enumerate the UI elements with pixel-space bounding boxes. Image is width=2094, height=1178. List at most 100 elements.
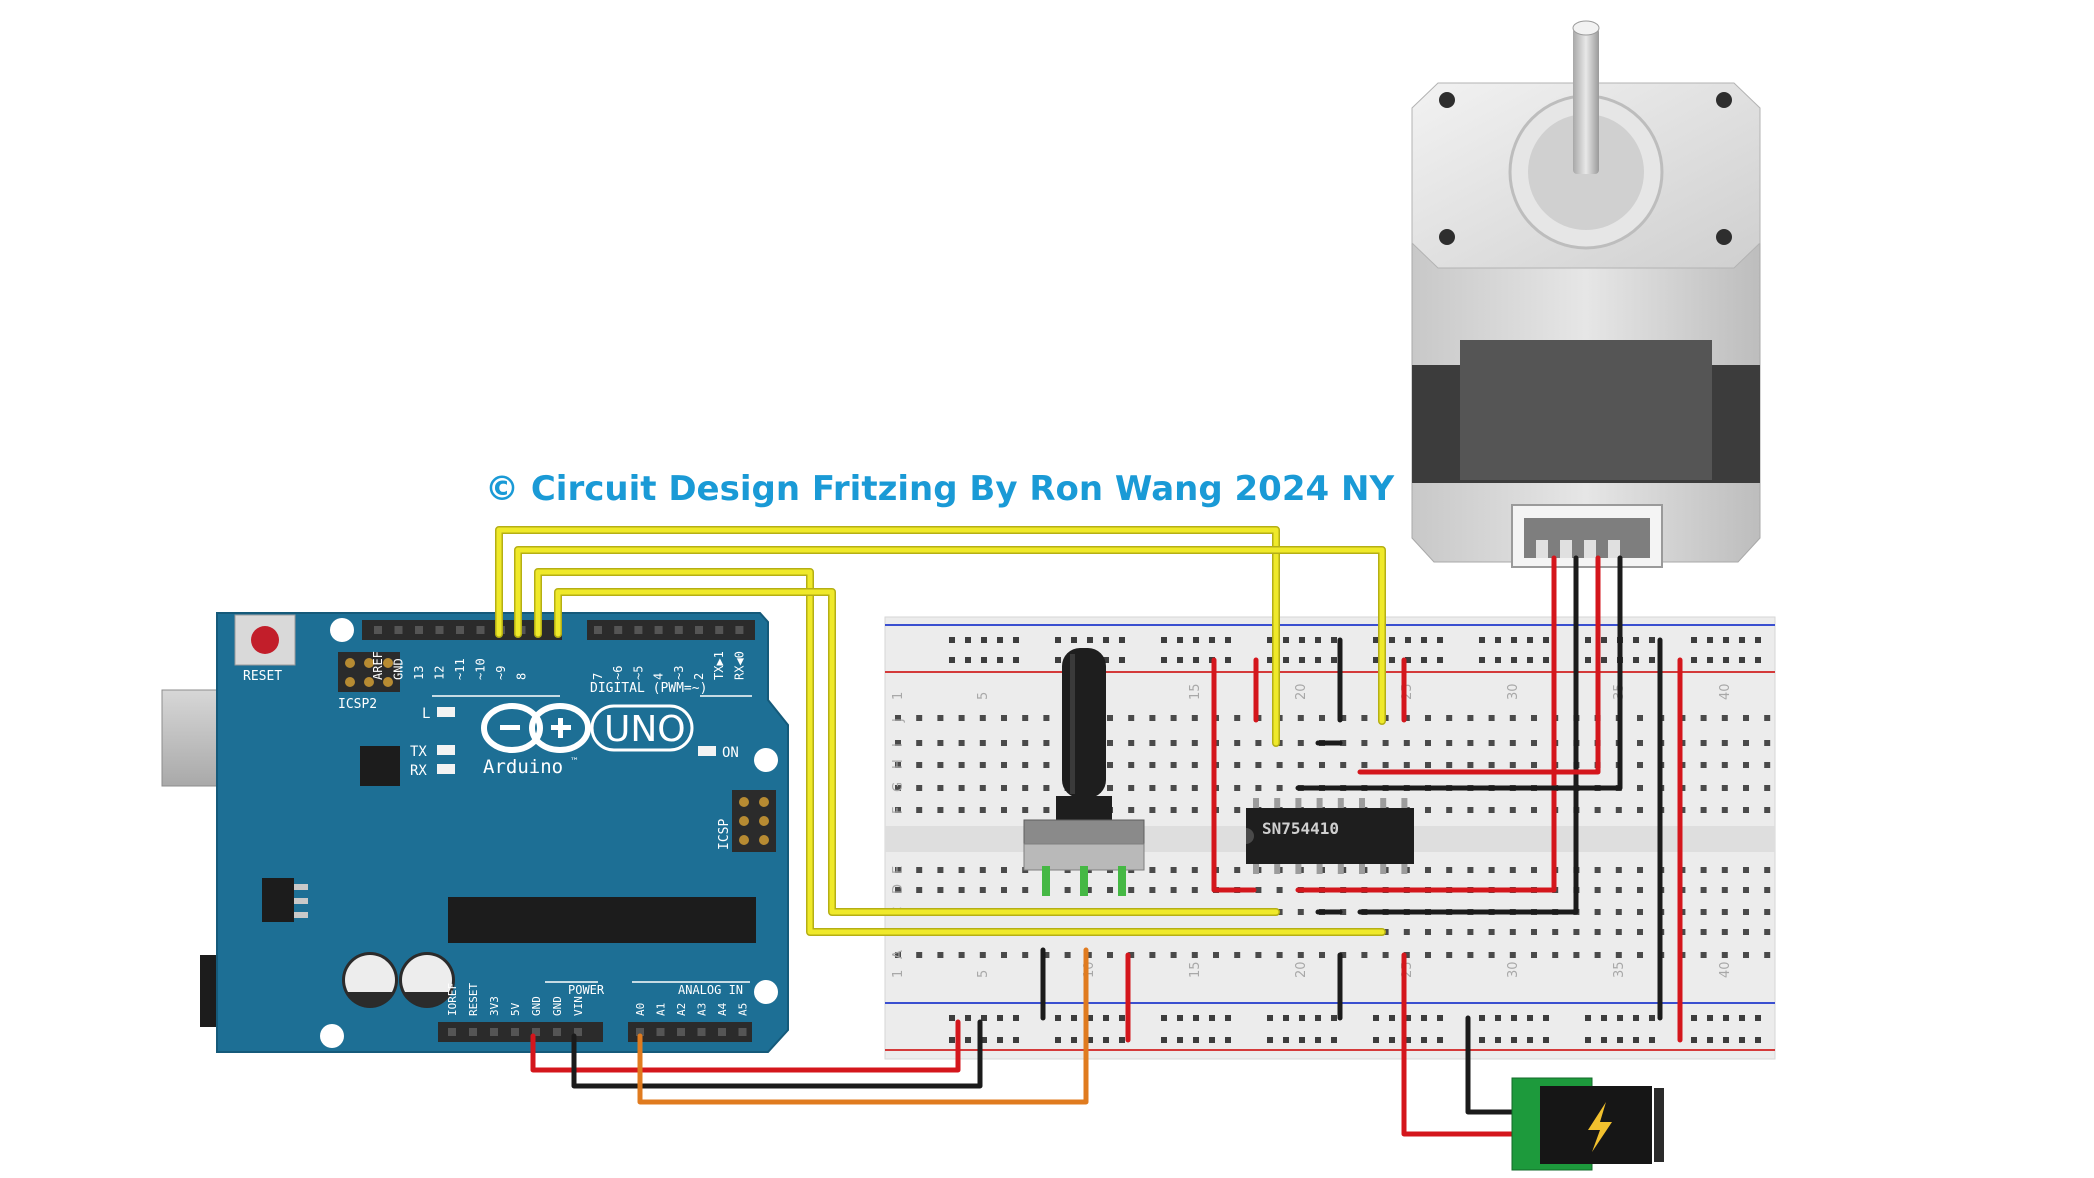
rail-hole (1437, 637, 1443, 643)
wires (495, 526, 1683, 1137)
breadboard-hole (1637, 740, 1643, 746)
breadboard-hole (1573, 929, 1580, 935)
rail-hole (949, 1037, 955, 1043)
breadboard-hole (1764, 909, 1771, 915)
breadboard-hole (1276, 887, 1283, 893)
row-letter: G (891, 782, 906, 792)
breadboard-hole (1743, 887, 1749, 893)
breadboard-hole (916, 785, 923, 791)
breadboard-hole (1721, 952, 1728, 958)
breadboard-hole (1001, 762, 1007, 768)
rail-hole (997, 1015, 1003, 1021)
rail-hole (1193, 657, 1199, 663)
breadboard-hole (1170, 867, 1177, 873)
potentiometer[interactable] (1023, 648, 1145, 896)
header-pin (718, 1028, 726, 1036)
breadboard-hole (1488, 929, 1495, 935)
rail-hole (1707, 1037, 1713, 1043)
rail-hole (1649, 1015, 1655, 1021)
breadboard-hole (1191, 740, 1198, 746)
rail-hole (949, 1015, 955, 1021)
rail-hole (1739, 1015, 1745, 1021)
analog-pin-label: A3 (696, 1003, 709, 1016)
breadboard-hole (1764, 867, 1771, 873)
breadboard-hole (916, 762, 923, 768)
breadboard-hole (1297, 909, 1304, 915)
rail-hole (1283, 1015, 1289, 1021)
breadboard-hole (937, 715, 944, 721)
rail-hole (1405, 637, 1411, 643)
potentiometer-knob[interactable] (1062, 648, 1106, 798)
breadboard-hole (1531, 762, 1537, 768)
power-pin-label: GND (551, 996, 564, 1016)
breadboard-hole (1743, 807, 1749, 813)
breadboard-hole (1361, 952, 1368, 958)
breadboard-hole (937, 952, 944, 958)
rail-hole (1225, 637, 1231, 643)
rail-hole (1119, 657, 1125, 663)
breadboard-hole (1743, 929, 1749, 935)
motor-shaft (1573, 28, 1599, 174)
breadboard-hole (1022, 807, 1029, 813)
breadboard-hole (1446, 762, 1453, 768)
rail-hole (965, 1037, 971, 1043)
breadboard-hole (1615, 929, 1622, 935)
breadboard-hole (1191, 715, 1198, 721)
rail-hole (949, 637, 955, 643)
breadboard-hole (1297, 762, 1304, 768)
breadboard-hole (1721, 715, 1728, 721)
column-number: 30 (1506, 961, 1521, 978)
breadboard-hole (1531, 740, 1537, 746)
rail-hole (1055, 1015, 1061, 1021)
rail-hole (1389, 637, 1395, 643)
chip-label: SN754410 (1262, 819, 1339, 838)
breadboard-hole (1043, 952, 1050, 958)
header-pin (435, 626, 444, 634)
breadboard-hole (958, 740, 965, 746)
breadboard-hole (1276, 785, 1283, 791)
breadboard-hole (1764, 929, 1771, 935)
breadboard-hole (1382, 740, 1389, 746)
wire-orange-a0 (637, 947, 1089, 1105)
breadboard-hole (1594, 887, 1601, 893)
analog-pin-label: A2 (675, 1003, 688, 1016)
breadboard-hole (979, 952, 986, 958)
digital-pin-label: 8 (515, 673, 529, 680)
breadboard-hole (1255, 785, 1262, 791)
header-pin (636, 1028, 644, 1036)
column-number: 5 (976, 692, 991, 700)
rail-hole (1209, 1015, 1215, 1021)
reset-button-cap[interactable] (251, 626, 279, 654)
wire-motor-black-1 (1357, 555, 1579, 915)
breadboard-hole (1467, 867, 1474, 873)
sn754410-chip: SN754410 (1246, 798, 1414, 874)
chip-leg (1401, 798, 1408, 810)
rail-hole (1723, 1037, 1729, 1043)
rail-hole (1331, 1015, 1337, 1021)
rail-hole (1543, 1037, 1549, 1043)
breadboard-hole (979, 762, 986, 768)
breadboard-hole (958, 715, 965, 721)
rail-hole (1103, 1015, 1109, 1021)
breadboard-hole (1170, 785, 1177, 791)
rail-hole (1479, 637, 1485, 643)
reset-label: RESET (243, 669, 282, 684)
rail-hole (1177, 657, 1183, 663)
chip-body (1246, 808, 1414, 864)
rail-hole (1193, 1015, 1199, 1021)
chip-leg (1380, 862, 1387, 874)
breadboard-hole (1107, 887, 1113, 893)
breadboard-hole (1043, 740, 1050, 746)
rail-hole (981, 1037, 987, 1043)
breadboard-hole (1700, 909, 1707, 915)
header-pin (594, 626, 602, 634)
mounting-hole (754, 980, 778, 1004)
uno-badge (590, 704, 694, 752)
chip-leg (1295, 798, 1302, 810)
breadboard-hole (1721, 762, 1728, 768)
wire-red-jumper (1211, 657, 1257, 893)
breadboard-hole (1594, 952, 1601, 958)
rail-hole (1405, 1037, 1411, 1043)
